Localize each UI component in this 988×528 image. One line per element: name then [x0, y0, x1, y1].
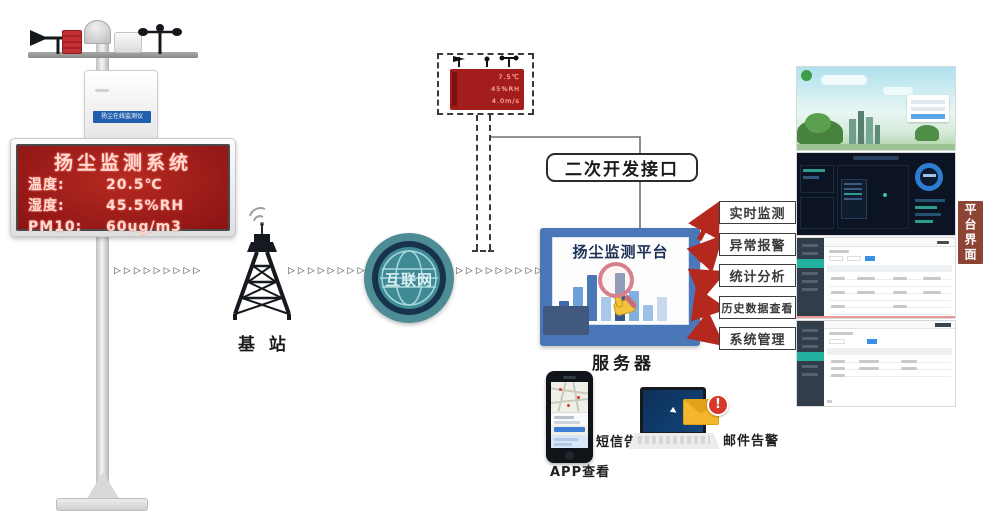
rain-gauge-sensor [62, 30, 82, 54]
led-display-board: 扬尘监测系统 温度: 20.5℃ 湿度: 45.5%RH PM10: 60ug/… [10, 138, 236, 237]
platform-title: 扬尘监测平台 [572, 243, 669, 261]
phone-home-button [565, 451, 574, 460]
mini-led-panel: 7.5℃ 45%RH 4.0m/s [450, 69, 524, 110]
screenshot-login-page [797, 67, 955, 150]
cabinet-vent [95, 89, 109, 92]
server-chart-bar [643, 305, 653, 321]
server-chart-bar [587, 275, 597, 321]
mini-station-pole-right [489, 115, 491, 250]
screenshot-data-table-1 [797, 238, 955, 318]
station-pole-flare [86, 472, 120, 500]
mini-led-humidity: 45%RH [491, 85, 520, 93]
station-cabinet: 扬尘在线监测仪 [84, 70, 158, 142]
server-chart-bar [601, 297, 611, 321]
phone-screen-map [551, 382, 588, 448]
base-station-label: 基 站 [238, 335, 290, 355]
globe-ring: 互联网 [372, 241, 446, 315]
mini-station-pole-foot [472, 250, 494, 252]
laptop-keyboard [628, 433, 720, 449]
flow-arrows-internet-to-server: ▷▷▷▷▷▷▷▷▷▷ [456, 266, 556, 276]
feature-statistics-analysis: 统计分析 [719, 264, 796, 287]
screenshot-data-table-2 [797, 321, 955, 406]
mini-sensors-icon [453, 55, 519, 67]
led-screen: 扬尘监测系统 温度: 20.5℃ 湿度: 45.5%RH PM10: 60ug/… [16, 144, 230, 235]
screenshot-dashboard-dark [797, 153, 955, 235]
server-dark-panel [543, 306, 589, 335]
feature-history-data-view: 历史数据查看 [719, 296, 796, 319]
station-base-plate [56, 498, 148, 511]
flow-arrows-station-to-tower: ▷▷▷▷▷▷▷▷▷ [114, 266, 204, 276]
phone-icon [546, 371, 593, 463]
platform-interface-label: 平台界面 [958, 201, 983, 264]
cabinet-label: 扬尘在线监测仪 [93, 111, 151, 123]
server-label: 服务器 [592, 354, 655, 374]
feature-realtime-monitoring: 实时监测 [719, 201, 796, 224]
email-alert-label: 邮件告警 [723, 434, 780, 449]
mini-led-strip [452, 72, 457, 106]
station-cross-arm [28, 52, 198, 58]
alert-badge-icon: ! [707, 394, 729, 416]
globe-grid-icon [380, 250, 438, 306]
server-chart-bar [573, 287, 583, 321]
led-row-pm10: PM10: 60ug/m3 [28, 219, 182, 235]
server-box: 扬尘监测平台 [540, 228, 700, 346]
mini-station-callout: 7.5℃ 45%RH 4.0m/s [437, 53, 534, 115]
globe-core: 互联网 [378, 247, 440, 309]
led-row-humidity: 湿度: 45.5%RH [28, 198, 185, 214]
led-title: 扬尘监测系统 [53, 152, 192, 174]
feature-abnormal-alarm: 异常报警 [719, 233, 796, 256]
feature-system-management: 系统管理 [719, 327, 796, 350]
internet-label: 互联网 [384, 271, 433, 289]
flow-arrows-tower-to-internet: ▷▷▷▷▷▷▷▷ [288, 266, 368, 276]
internet-globe: 互联网 [364, 233, 454, 323]
magnifier-icon [598, 262, 634, 298]
api-interface-box: 二次开发接口 [546, 153, 698, 182]
base-station-tower-icon [233, 207, 291, 320]
radiation-dome-sensor [84, 20, 111, 44]
led-row-temperature: 温度: 20.5℃ [28, 177, 163, 193]
mini-led-wind: 4.0m/s [491, 97, 520, 105]
server-chart-bar [657, 297, 667, 321]
app-view-label: APP查看 [550, 465, 611, 480]
mini-led-temperature: 7.5℃ [498, 73, 520, 81]
temperature-shield-sensor [114, 32, 142, 53]
mini-station-pole-left [476, 115, 478, 250]
phone-speaker [563, 376, 576, 379]
anemometer-icon [138, 24, 182, 54]
